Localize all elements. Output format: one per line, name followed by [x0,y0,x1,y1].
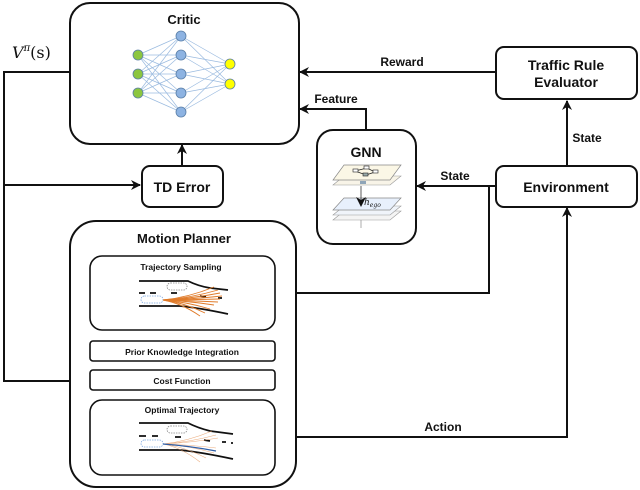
nn-hidden-node [175,68,187,80]
nn-hidden-node [175,87,187,99]
nn-edge [180,54,231,85]
nn-edge [180,73,231,85]
nn-edge [180,35,231,65]
td-error-block[interactable]: TD Error [141,165,224,208]
prior-knowledge-title: Prior Knowledge Integration [125,347,239,357]
nn-edge [180,63,231,113]
critic-block[interactable]: Critic [69,2,300,145]
optimal-trajectory-module[interactable]: Optimal Trajectory [89,399,276,476]
nn-input-node [132,87,144,99]
optimal-trajectory-illustration [139,422,234,463]
value-to-cost-arrow [3,71,90,386]
nn-output-node [224,58,236,70]
optimal-trajectory-title: Optimal Trajectory [145,405,220,415]
prior-knowledge-module[interactable]: Prior Knowledge Integration [89,340,276,362]
nn-edge [180,83,231,94]
svg-text:Vπ(s): Vπ(s) [12,43,51,62]
nn-input-node [132,68,144,80]
reward-label: Reward [380,55,423,69]
feature-label: Feature [314,92,358,106]
evaluator-title-line1: Traffic Rule [528,57,604,73]
h-ego-label: hego [364,198,381,209]
nn-input-node [132,49,144,61]
value-function-label: Vπ(s) [6,38,66,66]
gnn-block[interactable]: GNN hego [316,129,417,245]
nn-edge [137,35,182,75]
nn-hidden-node [175,30,187,42]
evaluator-title-line2: Evaluator [534,74,598,90]
critic-title: Critic [167,12,200,27]
action-arrow [276,207,572,438]
nn-edge [137,73,182,94]
gnn-title: GNN [350,144,381,160]
motion-planner-title: Motion Planner [137,231,231,246]
nn-edge [137,35,182,94]
nn-hidden-node [175,106,187,118]
nn-edge [180,35,231,85]
traffic-rule-evaluator-block[interactable]: Traffic Rule Evaluator [495,46,638,100]
environment-title: Environment [523,179,609,195]
nn-edge [180,83,231,113]
neural-network-icon [132,30,236,118]
state-to-sampling-arrow [276,186,490,298]
state-to-evaluator-label: State [572,131,602,145]
td-error-title: TD Error [154,179,211,195]
cost-function-module[interactable]: Cost Function [89,369,276,391]
action-label: Action [424,420,461,434]
environment-block[interactable]: Environment [495,165,638,208]
nn-edge [180,54,231,65]
feature-arrow [299,104,367,129]
trajectory-sampling-module[interactable]: Trajectory Sampling [89,255,276,331]
nn-edge [180,63,231,94]
sampled-trajectory [162,299,201,317]
nn-hidden-node [175,49,187,61]
nn-edge [137,92,182,113]
graph-layers-icon: hego [332,164,402,228]
nn-output-node [224,78,236,90]
nn-edge [137,54,182,94]
state-to-gnn-label: State [440,169,470,183]
cost-function-title: Cost Function [153,376,210,386]
nn-edge [180,63,231,75]
nn-edge [137,35,182,56]
trajectory-sampling-title: Trajectory Sampling [140,262,221,272]
motion-planner-block[interactable]: Motion Planner Trajectory Sampling Prior… [69,220,297,488]
sampled-trajectories-illustration [139,280,229,317]
